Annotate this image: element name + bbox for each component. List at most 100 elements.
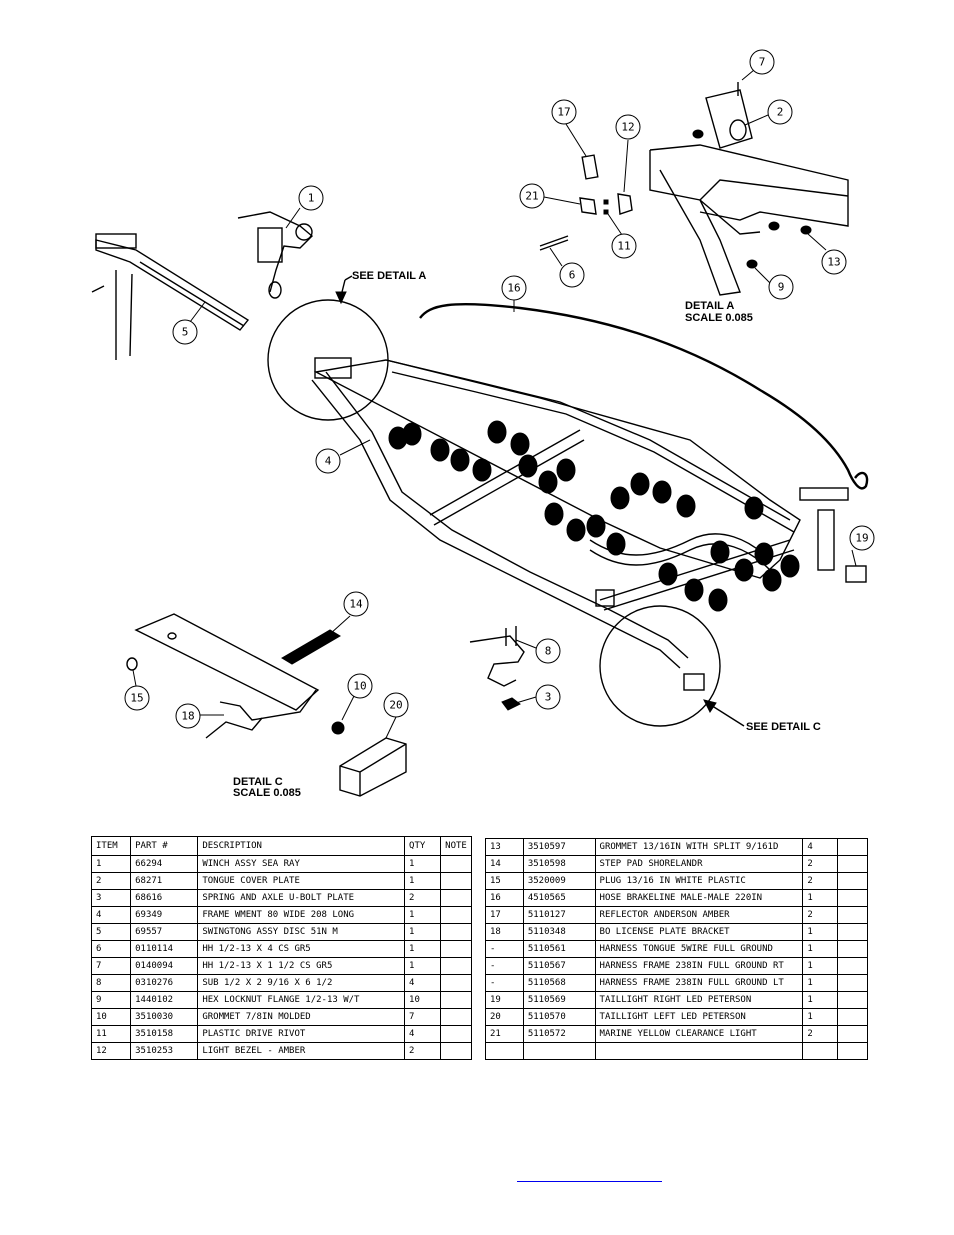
cell-note bbox=[837, 889, 868, 907]
see-detail-c-label: SEE DETAIL C bbox=[746, 721, 821, 733]
callout-5: 5 bbox=[172, 319, 198, 345]
svg-text:6: 6 bbox=[569, 269, 576, 282]
cell-note bbox=[837, 838, 868, 856]
cell-note bbox=[837, 923, 868, 941]
cell-qty: 4 bbox=[802, 838, 839, 856]
svg-text:5: 5 bbox=[182, 326, 189, 339]
cell-qty: 4 bbox=[404, 1025, 442, 1043]
svg-text:3: 3 bbox=[545, 691, 552, 704]
cell-item: 14 bbox=[485, 855, 524, 873]
trailer-frame bbox=[311, 357, 849, 669]
cell-description: HARNESS TONGUE 5WIRE FULL GROUND bbox=[594, 940, 804, 958]
cell-item: 11 bbox=[90, 1025, 132, 1043]
cell-qty: 1 bbox=[404, 855, 442, 873]
detail-c-scale: SCALE 0.085 bbox=[233, 787, 301, 799]
header-note: NOTE bbox=[440, 836, 472, 856]
svg-text:19: 19 bbox=[855, 532, 868, 545]
header-description: DESCRIPTION bbox=[197, 836, 406, 856]
svg-text:13: 13 bbox=[827, 256, 840, 269]
bom-header-row: ITEM PART # DESCRIPTION QTY NOTE bbox=[90, 836, 472, 856]
cell-description: WINCH ASSY SEA RAY bbox=[197, 855, 406, 873]
cell-qty: 2 bbox=[802, 1025, 839, 1043]
cell-item: 1 bbox=[90, 855, 132, 873]
cell-qty: 7 bbox=[404, 1008, 442, 1026]
cell-item: 18 bbox=[485, 923, 524, 941]
cell-part: 3510253 bbox=[130, 1042, 199, 1060]
cell-qty: 1 bbox=[802, 957, 839, 975]
cell-item: 6 bbox=[90, 940, 132, 958]
cell-note bbox=[440, 957, 472, 975]
cell-part: 3510598 bbox=[522, 855, 596, 873]
detail-c-circle bbox=[599, 605, 721, 727]
callout-13: 13 bbox=[821, 249, 847, 275]
cell-qty bbox=[802, 1042, 839, 1060]
cell-part: 3520009 bbox=[522, 872, 596, 890]
cell-item: 19 bbox=[485, 991, 524, 1009]
cell-qty: 1 bbox=[802, 991, 839, 1009]
cell-note bbox=[440, 1025, 472, 1043]
cell-item: 7 bbox=[90, 957, 132, 975]
cell-note bbox=[440, 855, 472, 873]
cell-part: 1440102 bbox=[130, 991, 199, 1009]
cell-item bbox=[485, 1042, 524, 1060]
cell-part: 66294 bbox=[130, 855, 199, 873]
cell-item: - bbox=[485, 940, 524, 958]
cell-qty: 1 bbox=[802, 923, 839, 941]
callout-10: 10 bbox=[347, 673, 373, 699]
callout-18: 18 bbox=[175, 703, 201, 729]
cell-description: TAILLIGHT RIGHT LED PETERSON bbox=[594, 991, 804, 1009]
cell-description: SUB 1/2 X 2 9/16 X 6 1/2 bbox=[197, 974, 406, 992]
cell-item: 16 bbox=[485, 889, 524, 907]
cell-item: 8 bbox=[90, 974, 132, 992]
cell-description: HEX LOCKNUT FLANGE 1/2-13 W/T bbox=[197, 991, 406, 1009]
svg-text:12: 12 bbox=[621, 121, 634, 134]
cell-note bbox=[837, 855, 868, 873]
hyperlink-underline[interactable] bbox=[517, 1181, 662, 1182]
detail-c-parts bbox=[126, 565, 867, 797]
cell-note bbox=[440, 906, 472, 924]
cell-part: 0310276 bbox=[130, 974, 199, 992]
header-item: ITEM bbox=[90, 836, 132, 856]
table-row bbox=[485, 1042, 868, 1060]
svg-text:15: 15 bbox=[130, 692, 143, 705]
svg-text:2: 2 bbox=[777, 106, 784, 119]
cell-description: FRAME WMENT 80 WIDE 208 LONG bbox=[197, 906, 406, 924]
callout-21: 21 bbox=[519, 183, 545, 209]
cell-description: TAILLIGHT LEFT LED PETERSON bbox=[594, 1008, 804, 1026]
cell-part: 5110567 bbox=[522, 957, 596, 975]
cell-description: HH 1/2-13 X 4 CS GR5 bbox=[197, 940, 406, 958]
cell-item: 20 bbox=[485, 1008, 524, 1026]
header-part: PART # bbox=[130, 836, 199, 856]
cell-qty: 4 bbox=[404, 974, 442, 992]
callout-19: 19 bbox=[849, 525, 875, 551]
svg-text:4: 4 bbox=[325, 455, 332, 468]
cell-qty: 1 bbox=[404, 872, 442, 890]
cell-part: 68616 bbox=[130, 889, 199, 907]
callout-4: 4 bbox=[315, 448, 341, 474]
svg-text:7: 7 bbox=[759, 56, 766, 69]
cell-note bbox=[837, 974, 868, 992]
callout-20: 20 bbox=[383, 692, 409, 718]
cell-item: 15 bbox=[485, 872, 524, 890]
cell-note bbox=[837, 906, 868, 924]
cell-item: 4 bbox=[90, 906, 132, 924]
detail-a-circle bbox=[267, 299, 389, 421]
cell-part: 0110114 bbox=[130, 940, 199, 958]
cell-part: 5110572 bbox=[522, 1025, 596, 1043]
cell-qty: 1 bbox=[404, 906, 442, 924]
cell-part: 68271 bbox=[130, 872, 199, 890]
svg-text:9: 9 bbox=[778, 281, 785, 294]
roller-assemblies bbox=[388, 420, 800, 612]
callout-16: 16 bbox=[501, 275, 527, 301]
